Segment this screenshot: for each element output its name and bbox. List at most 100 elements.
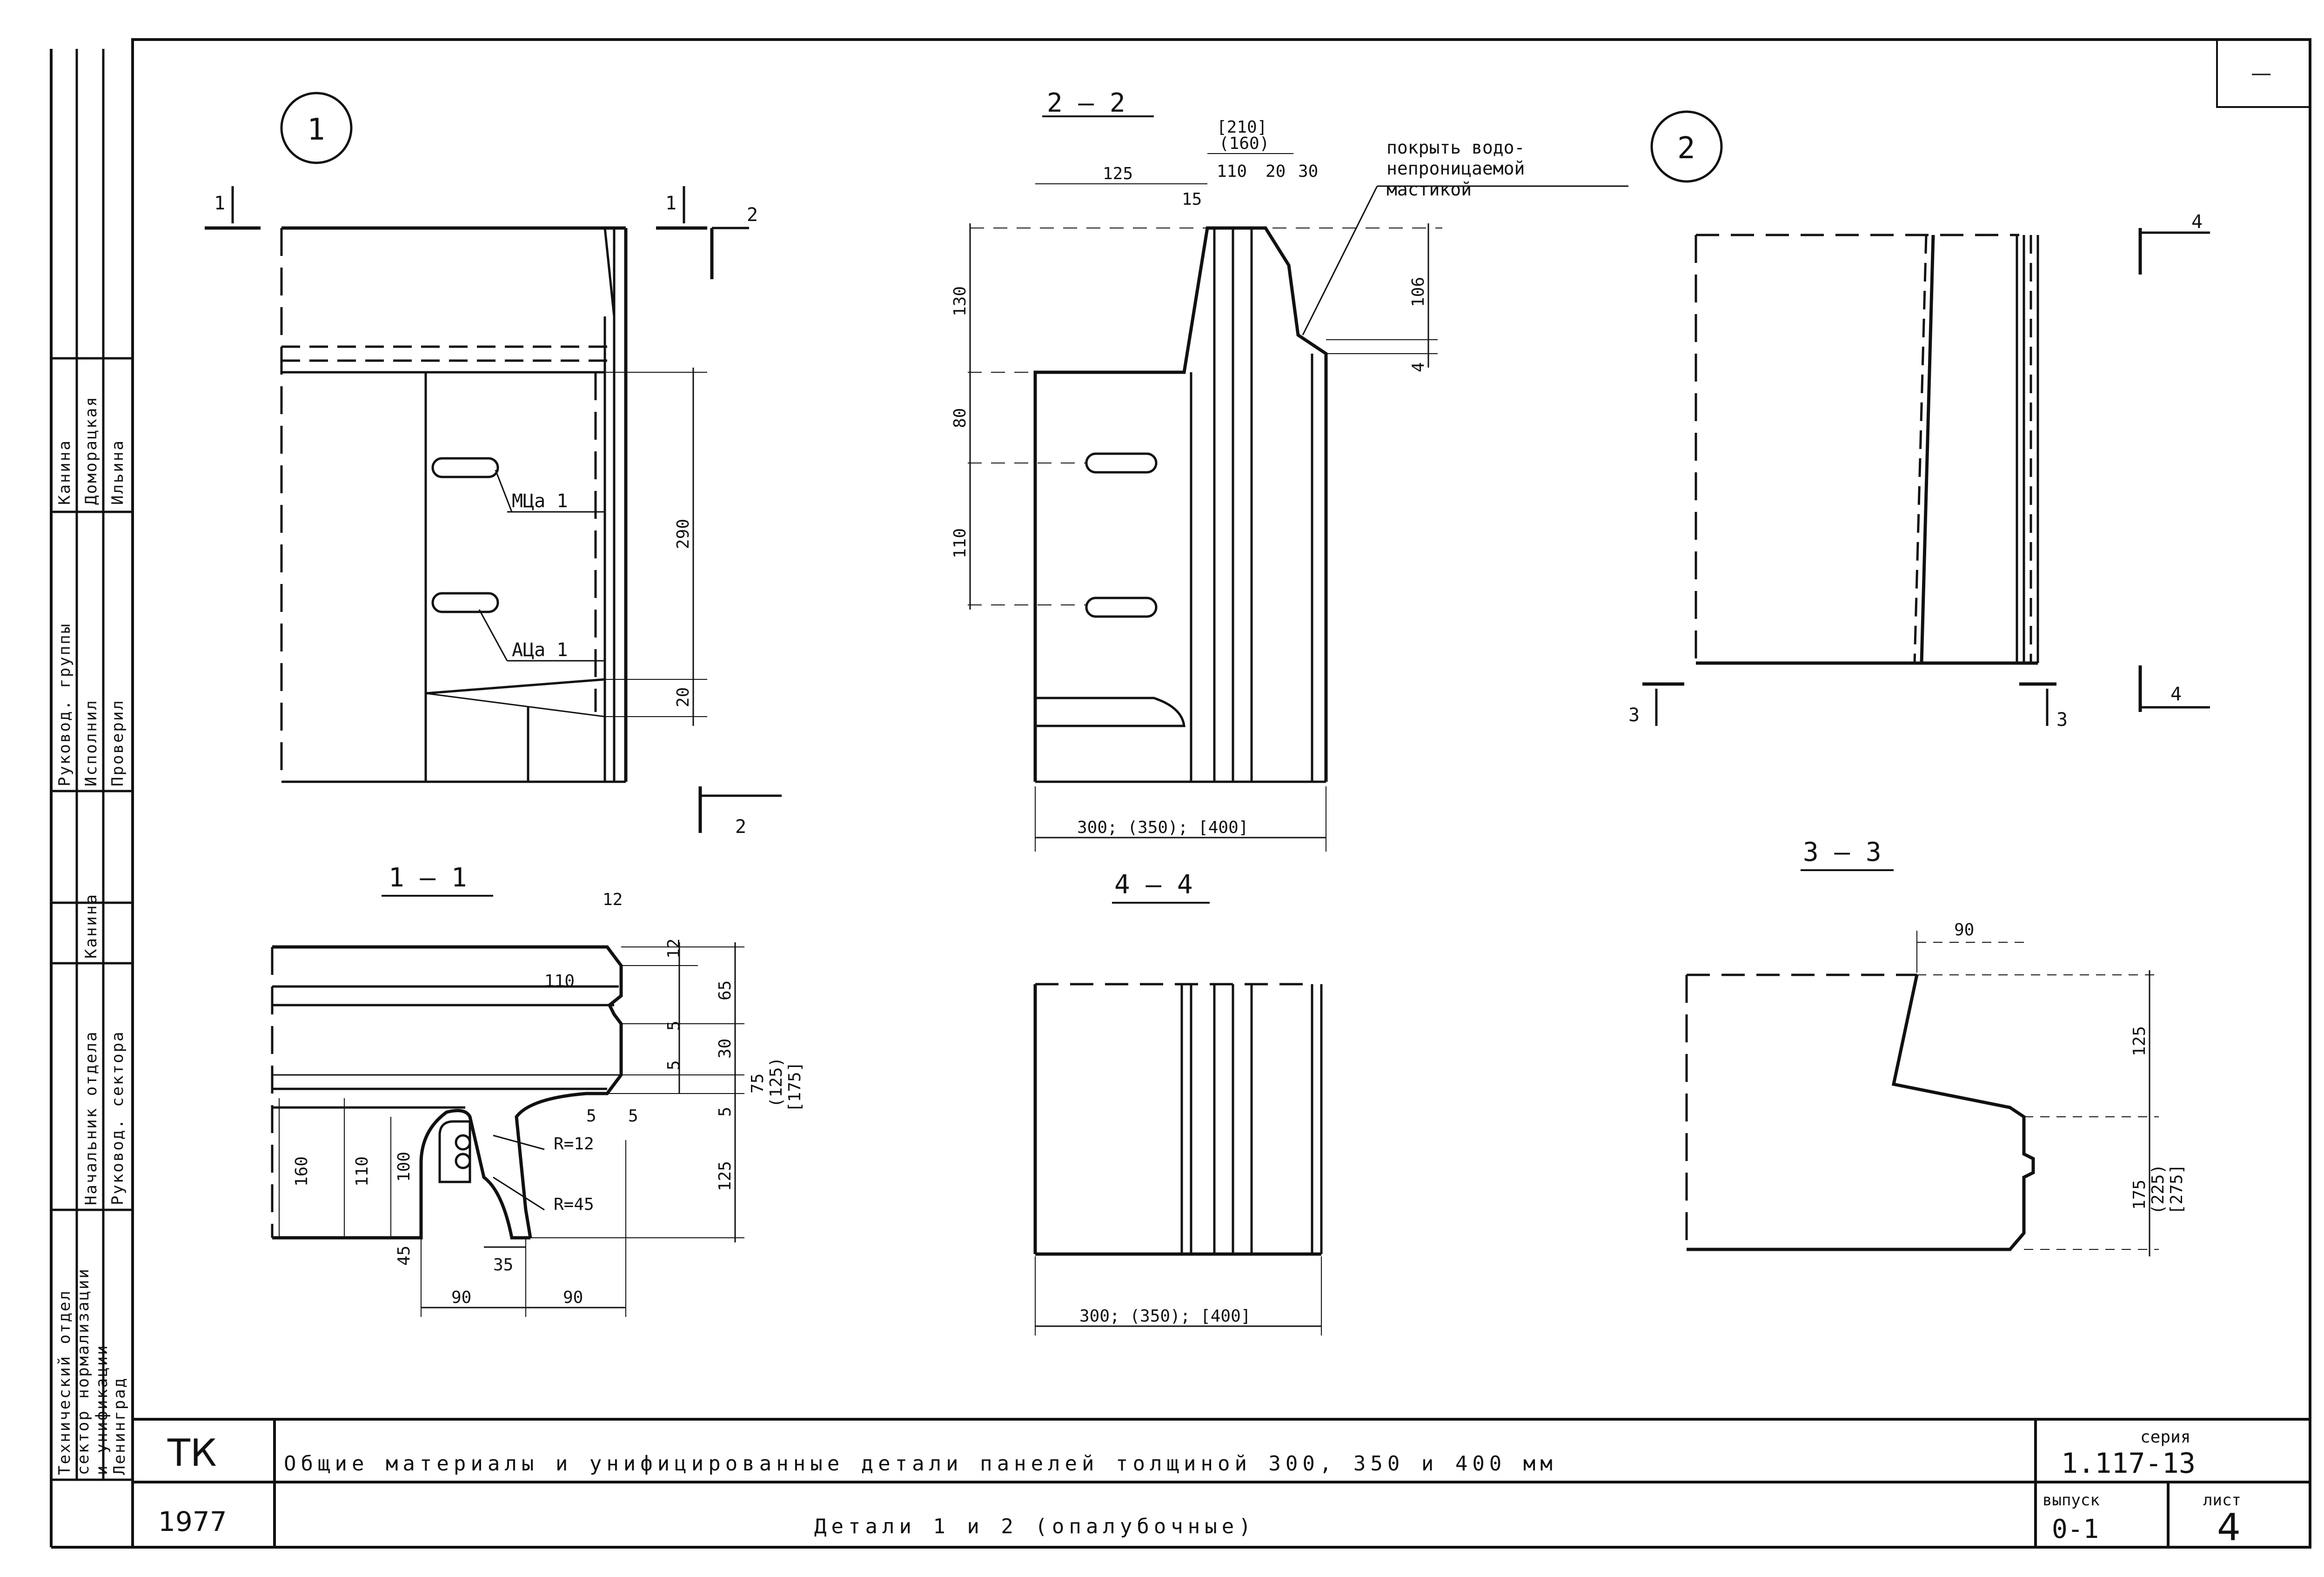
dim-125-paren: (125) [767,1057,786,1107]
stamp-org-4: Ленинград [110,1377,129,1475]
dim-width-44: 300; (350); [400] [1079,1307,1251,1326]
section-1-1-labels: 1 — 1 12 12 110 5 5 5 5 5 30 65 75 (125)… [292,863,804,1307]
dim-110v: 110 [353,1156,372,1187]
stamp-org-2: сектор нормализации [74,1268,93,1475]
dim-h20: 20 [1266,162,1286,181]
stamp-role-2: Исполнил [82,699,100,786]
dim-65: 65 [716,980,735,1000]
dim-h125: 125 [1103,164,1133,183]
dim-paren-160: (160) [1219,134,1269,153]
stamp-name-1: Канина [55,439,74,505]
section-mark-3a: 3 [1628,705,1640,726]
dim-12a: 12 [603,890,623,909]
dim-175-bracket: [175] [785,1062,804,1112]
section-4-4 [1033,902,1323,1335]
stamp-org-3: и унификации [93,1344,111,1475]
dim-5b: 5 [664,1060,683,1070]
dim-h15: 15 [1182,190,1202,209]
detail-2-number: 2 [1677,131,1695,166]
section-mark-2a: 2 [747,204,758,226]
dim-110: 110 [544,972,575,991]
note-line-2: непроницаемой [1386,158,1525,179]
dim-45: 45 [395,1246,414,1266]
side-stamp-text: Руковод. группы Исполнил Проверил Канина… [55,396,129,1475]
org-code: ТК [167,1431,217,1475]
year: 1977 [158,1506,227,1537]
dim-r12: R=12 [554,1134,594,1154]
dim-100: 100 [395,1152,414,1182]
title-block [133,1418,2310,1547]
dim-s33-275: [275] [2167,1164,2186,1215]
title-sub: Детали 1 и 2 (опалубочные) [814,1515,1256,1538]
stamp-role-1: Руковод. группы [55,623,74,786]
section-mark-4a: 4 [2191,211,2203,233]
detail-2-elevation [1642,228,2210,726]
detail-1-elevation [205,92,782,833]
stamp-name-3: Ильина [108,439,127,505]
section-2-2-labels: 2 — 2 2 [210] (160) 125 15 110 20 30 130… [951,88,1695,837]
section-mark-2b: 2 [735,816,746,838]
series-label: серия [2140,1428,2190,1447]
dim-160: 160 [292,1156,311,1187]
dim-h30: 30 [1298,162,1318,181]
dim-bracket-210: [210] [1217,118,1267,137]
section-3-3-title: 3 — 3 [1803,837,1882,867]
title-block-text: ТК 1977 Общие материалы и унифицированны… [158,1428,2241,1549]
dim-90b: 90 [563,1288,583,1307]
dim-s33-175: 175 [2130,1180,2149,1210]
section-2-2-title: 2 — 2 [1047,88,1125,118]
dim-90a: 90 [451,1288,471,1307]
sheet-label: лист [2203,1491,2241,1510]
dim-s33-225: (225) [2149,1164,2168,1215]
note-line-1: покрыть водо- [1386,137,1525,158]
dim-75: 75 [748,1074,767,1094]
dim-20: 20 [674,687,693,707]
stamp-role-3: Проверил [108,699,127,786]
side-stamp [51,49,133,1481]
mark-mca: МЦа 1 [512,490,568,512]
dim-5c: 5 [716,1107,735,1117]
dim-v80: 80 [951,408,970,428]
dim-5d: 5 [586,1107,596,1126]
section-4-4-labels: 4 — 4 300; (350); [400] [1079,870,1251,1326]
section-2-2 [968,110,1723,852]
series-value: 1.117-13 [2061,1447,2196,1480]
issue-label: выпуск [2043,1491,2100,1510]
mark-aca: АЦа 1 [512,639,568,661]
dim-s33-125: 125 [2130,1026,2149,1056]
section-3-3 [1685,869,2159,1256]
dim-h110: 110 [1217,162,1247,181]
section-mark-3b: 3 [2056,709,2068,731]
dim-v110: 110 [951,528,970,558]
section-1-1 [271,895,744,1317]
dim-35: 35 [493,1255,513,1275]
dim-125: 125 [716,1161,735,1191]
section-mark-4b: 4 [2170,684,2182,705]
dim-290: 290 [674,519,693,549]
dim-5e: 5 [628,1107,638,1126]
dim-s33-90: 90 [1954,920,1974,939]
sheet-frame [50,38,2311,1549]
dim-v106: 106 [1409,277,1428,307]
title-main: Общие материалы и унифицированные детали… [284,1452,1557,1476]
dim-width-22: 300; (350); [400] [1077,818,1248,837]
section-3-3-labels: 3 — 3 90 125 175 (225) [275] [1803,837,2186,1215]
detail-1-number: 1 [307,113,325,147]
stamp-role-4: Начальник отдела [82,1030,100,1205]
dim-v4: 4 [1409,362,1428,372]
stamp-role-5: Руковод. сектора [108,1030,127,1205]
note-line-3: мастикой [1386,179,1472,200]
section-4-4-title: 4 — 4 [1114,870,1193,900]
stamp-name-2: Доморацкая [82,396,100,505]
dim-v130: 130 [951,286,970,316]
section-mark-1b: 1 [665,193,676,214]
dim-r45: R=45 [554,1195,594,1214]
dim-12b: 12 [664,939,683,959]
stamp-org-1: Технический отдел [55,1289,74,1475]
detail-1-labels: 1 МЦа 1 АЦа 1 290 20 1 1 2 2 [214,113,758,838]
stamp-name-4: Канина [82,893,100,959]
section-1-1-title: 1 — 1 [388,863,467,893]
issue-value: 0-1 [2052,1514,2099,1544]
section-mark-1a: 1 [214,193,225,214]
